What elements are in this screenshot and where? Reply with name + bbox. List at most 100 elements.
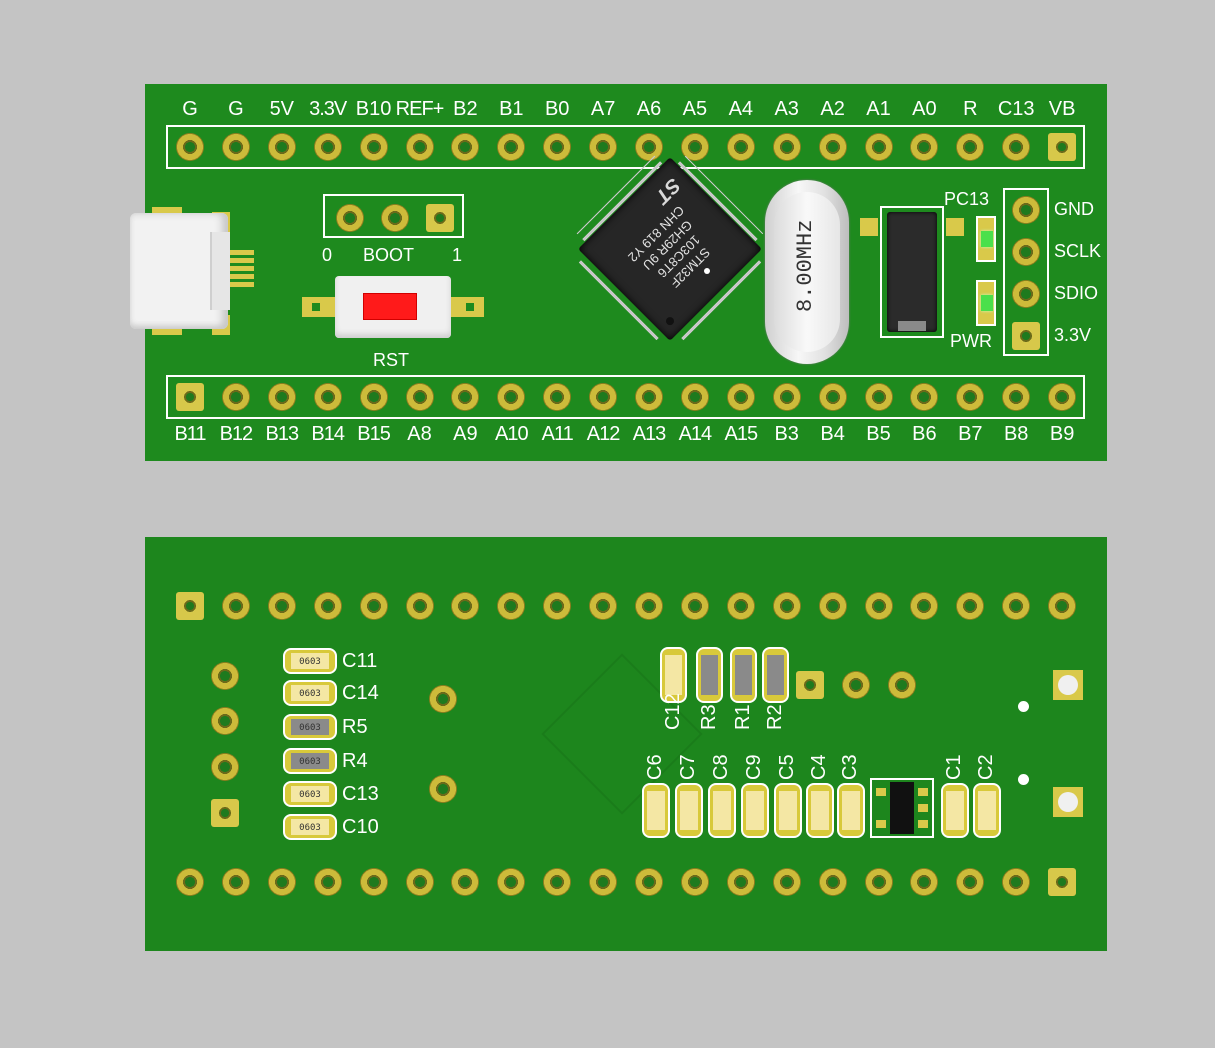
header-pin	[359, 592, 388, 620]
header-pin	[405, 868, 434, 896]
top-pin-label: VB	[1048, 98, 1076, 120]
smd-component	[660, 647, 687, 703]
chip-dot	[704, 268, 710, 274]
boot-label: BOOT	[363, 245, 415, 265]
smd-component: 0603	[283, 748, 337, 774]
smd-component	[973, 783, 1001, 838]
smd-component	[762, 647, 789, 703]
header-pin	[818, 383, 847, 411]
smd-ref-label: R2	[764, 704, 786, 730]
header-pin	[589, 383, 618, 411]
header-pin	[1002, 868, 1031, 896]
smd-body	[842, 791, 860, 830]
header-pin	[818, 133, 847, 161]
top-pin-label: R	[963, 98, 978, 120]
smd-body	[647, 791, 665, 830]
header-pin	[359, 868, 388, 896]
debug-pin	[1012, 322, 1040, 350]
usb-mount-pad	[211, 707, 239, 735]
smd-size-code: 0603	[299, 823, 321, 833]
header-pin	[176, 383, 204, 411]
smd-body	[701, 655, 718, 695]
smd-component: 0603	[283, 814, 337, 840]
smd-ref-label: C14	[342, 682, 379, 704]
boot-pad	[381, 204, 409, 232]
debug-header-outline	[1003, 188, 1049, 356]
header-pin	[956, 868, 985, 896]
header-pin	[956, 592, 985, 620]
header-pin	[910, 868, 939, 896]
header-pin	[405, 133, 434, 161]
usb-shield-pad	[1053, 670, 1083, 700]
smd-body	[713, 791, 731, 830]
header-pin	[772, 868, 801, 896]
smd-component	[837, 783, 865, 838]
header-pin	[589, 868, 618, 896]
smd-ref-label: C5	[776, 754, 798, 780]
smd-size-code: 0603	[299, 689, 321, 699]
usb-shield-pad	[1053, 787, 1083, 817]
reset-button[interactable]	[302, 276, 484, 338]
boot-jumper[interactable]	[323, 194, 464, 238]
usb-connector[interactable]	[130, 207, 254, 335]
header-pin	[1048, 383, 1077, 411]
bottom-header-outline	[166, 375, 1085, 419]
smd-ref-label: C2	[975, 754, 997, 780]
boot-label-0: 0	[322, 245, 333, 265]
bottom-pin-label: A13	[632, 423, 667, 445]
header-pin	[451, 133, 480, 161]
header-pin	[680, 592, 709, 620]
smd-component	[708, 783, 736, 838]
header-pin	[543, 133, 572, 161]
top-pin-label: 3.3V	[309, 98, 347, 120]
smd-ref-label: C9	[743, 754, 765, 780]
debug-pin-label: 3.3V	[1054, 325, 1092, 345]
header-pin	[818, 592, 847, 620]
header-pin	[864, 868, 893, 896]
smd-body: 0603	[291, 685, 329, 701]
smd-body: 0603	[291, 786, 329, 802]
smd-component: 0603	[283, 648, 337, 674]
usb-mount-pad	[211, 662, 239, 690]
smd-ref-label: C10	[342, 816, 379, 838]
smd-component	[675, 783, 703, 838]
debug-pin-label: GND	[1054, 199, 1094, 219]
header-pin	[635, 133, 663, 161]
header-pin	[267, 592, 296, 620]
usb-mount-pad	[211, 753, 239, 781]
bottom-pin-label: A15	[724, 423, 759, 445]
smd-size-code: 0603	[299, 723, 321, 733]
smd-body: 0603	[291, 719, 329, 735]
smd-ref-label: C1	[943, 754, 965, 780]
top-pin-label: A4	[728, 98, 754, 120]
top-pin-label: B2	[453, 98, 478, 120]
header-pin	[313, 133, 342, 161]
smd-component: 0603	[283, 680, 337, 706]
debug-pin-label: SCLK	[1054, 241, 1102, 261]
header-pin	[405, 383, 434, 411]
bottom-pin-label: B5	[866, 423, 891, 445]
led-pc13-label: PC13	[944, 189, 990, 209]
bottom-pin-label: B15	[357, 423, 391, 445]
smd-ref-label: C13	[342, 783, 379, 805]
header-pin	[772, 592, 801, 620]
top-pin-label: G	[228, 98, 244, 120]
sot23-chip	[870, 778, 934, 838]
header-pin	[313, 592, 342, 620]
crystal: 8.00MHz	[765, 180, 849, 364]
debug-pin	[1012, 238, 1040, 266]
header-pin	[726, 133, 755, 161]
smd-body	[680, 791, 698, 830]
smd-body: 0603	[291, 653, 329, 669]
top-header-outline	[166, 125, 1085, 169]
smd-component	[806, 783, 834, 838]
bottom-pin-label: A8	[407, 423, 432, 445]
header-pin	[497, 133, 526, 161]
header-pin	[1002, 133, 1031, 161]
header-pin	[543, 383, 572, 411]
reset-label: RST	[373, 350, 409, 370]
smd-component	[642, 783, 670, 838]
smd-size-code: 0603	[299, 657, 321, 667]
header-pin	[176, 868, 204, 896]
smd-size-code: 0603	[299, 790, 321, 800]
